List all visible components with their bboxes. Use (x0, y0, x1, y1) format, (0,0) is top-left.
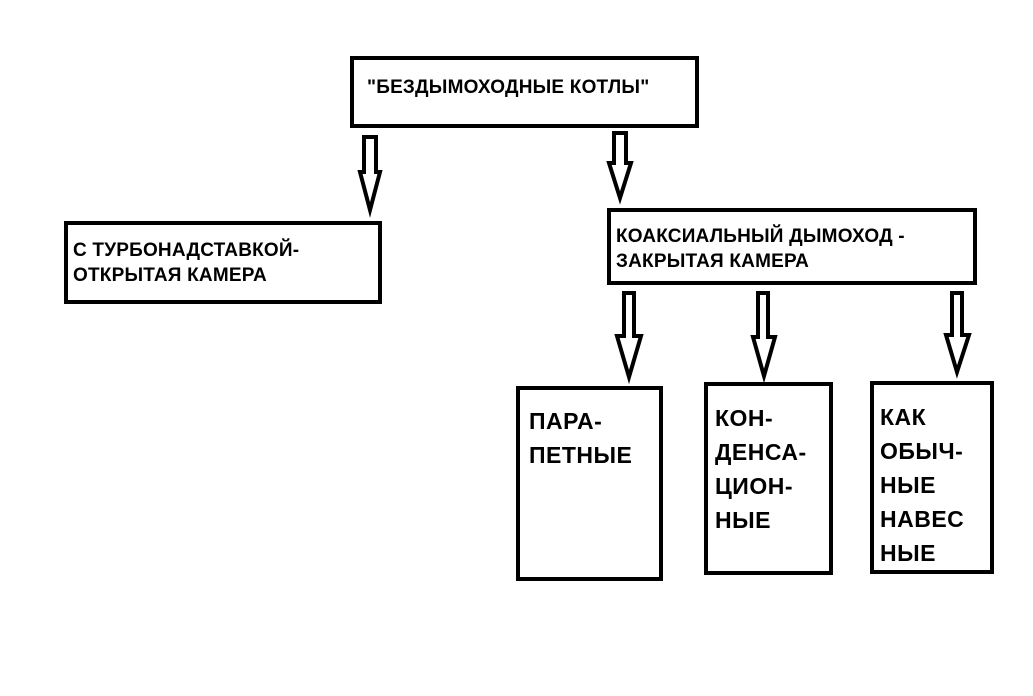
turbo-node-box (64, 221, 382, 304)
condensing-node-label: КОН- ДЕНСА- ЦИОН- НЫЕ (715, 405, 807, 533)
arrow-coaxial-to-wall-hung (943, 291, 972, 379)
root-node-label: "БЕЗДЫМОХОДНЫЕ КОТЛЫ" (367, 77, 650, 98)
coaxial-node-box (607, 208, 977, 285)
coaxial-node-label: КОАКСИАЛЬНЫЙ ДЫМОХОД - ЗАКРЫТАЯ КАМЕРА (616, 226, 905, 272)
condensing-node-box (704, 382, 833, 575)
parapet-node-box (516, 386, 663, 581)
turbo-node-label: С ТУРБОНАДСТАВКОЙ- ОТКРЫТАЯ КАМЕРА (73, 240, 300, 286)
arrow-coaxial-to-condensing (750, 291, 778, 384)
arrow-coaxial-to-parapet (614, 291, 644, 385)
arrow-root-to-turbo (357, 135, 383, 218)
root-node-box (350, 56, 699, 128)
arrow-root-to-coaxial (606, 131, 634, 205)
wall-hung-node-label: КАК ОБЫЧ- НЫЕ НАВЕС НЫЕ (880, 404, 965, 566)
parapet-node-label: ПАРА- ПЕТНЫЕ (529, 408, 633, 468)
wall-hung-node-box (870, 381, 994, 574)
